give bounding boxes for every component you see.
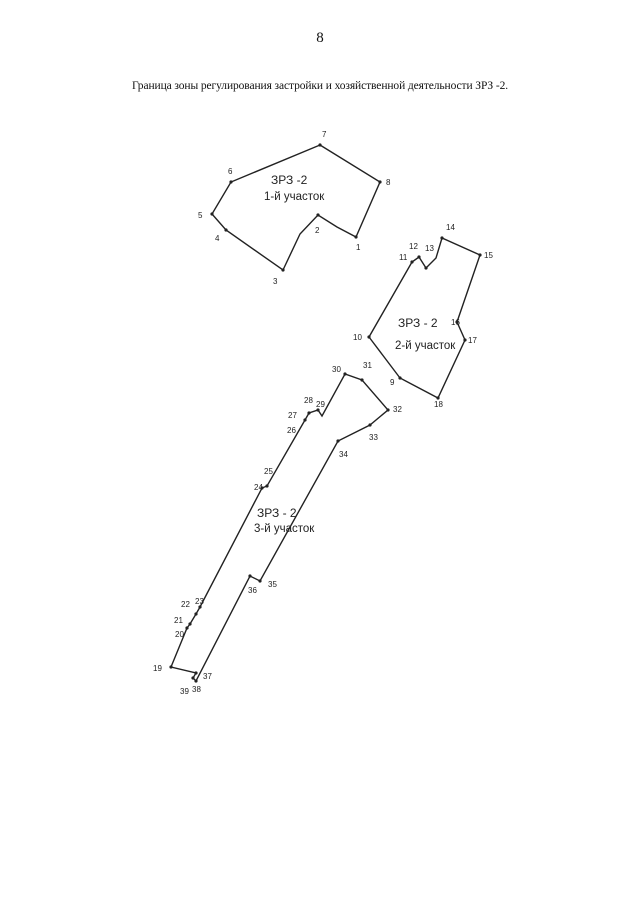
vertex-marker: [229, 180, 233, 184]
vertex-marker: [378, 180, 382, 184]
vertex-label: 32: [393, 405, 402, 414]
vertex-marker: [336, 439, 340, 443]
vertex-label: 2: [315, 226, 320, 235]
vertex-marker: [354, 235, 358, 239]
zone-3-boundary: [170, 373, 389, 683]
vertex-label: 34: [339, 450, 348, 459]
vertex-label: 9: [390, 378, 395, 387]
vertex-label: 1: [356, 243, 361, 252]
vertex-label: 12: [409, 242, 418, 251]
vertex-marker: [343, 372, 347, 376]
vertex-label: 6: [228, 167, 233, 176]
zone-1-labels: 1 2 3 4 5 6 7 8: [198, 130, 391, 286]
vertex-label: 18: [434, 400, 443, 409]
vertex-label: 22: [181, 600, 190, 609]
vertex-marker: [436, 396, 440, 400]
vertex-marker: [386, 408, 390, 412]
vertex-label: 26: [287, 426, 296, 435]
vertex-marker: [258, 579, 262, 583]
vertex-marker: [169, 665, 173, 669]
vertex-label: 27: [288, 411, 297, 420]
vertex-label: 11: [399, 253, 408, 262]
zone-3-vertices: [169, 372, 390, 683]
vertex-marker: [260, 486, 264, 490]
vertex-label: 35: [268, 580, 277, 589]
vertex-marker: [303, 418, 307, 422]
vertex-marker: [478, 253, 482, 257]
vertex-label: 3: [273, 277, 278, 286]
vertex-label: 7: [322, 130, 327, 139]
vertex-label: 29: [316, 400, 325, 409]
vertex-label: 8: [386, 178, 391, 187]
vertex-marker: [417, 255, 421, 259]
vertex-label: 30: [332, 365, 341, 374]
vertex-marker: [316, 213, 320, 217]
vertex-marker: [224, 228, 228, 232]
vertex-marker: [318, 143, 322, 147]
zone-3-labels: 19 20 21 22 23 24 25 26 27 28 29 30 31 3…: [153, 361, 402, 696]
vertex-marker: [440, 236, 444, 240]
vertex-label: 33: [369, 433, 378, 442]
zone-3-name: ЗРЗ - 2: [257, 506, 297, 520]
vertex-label: 5: [198, 211, 203, 220]
vertex-marker: [316, 408, 320, 412]
zone-1: 1 2 3 4 5 6 7 8 ЗРЗ -2 1-й участок: [198, 130, 391, 286]
vertex-marker: [198, 605, 202, 609]
zone-1-subtitle: 1-й участок: [264, 191, 325, 203]
vertex-label: 28: [304, 396, 313, 405]
vertex-label: 13: [425, 244, 434, 253]
zone-1-boundary: [211, 144, 381, 272]
vertex-marker: [368, 423, 372, 427]
zone-2-name: ЗРЗ - 2: [398, 316, 438, 330]
vertex-label: 37: [203, 672, 212, 681]
zone-3-subtitle: 3-й участок: [254, 523, 315, 535]
vertex-marker: [367, 335, 371, 339]
vertex-marker: [424, 266, 428, 270]
page-number: 8: [316, 30, 324, 46]
vertex-label: 14: [446, 223, 455, 232]
vertex-label: 16: [451, 318, 460, 327]
vertex-label: 15: [484, 251, 493, 260]
vertex-marker: [248, 574, 252, 578]
vertex-label: 38: [192, 685, 201, 694]
vertex-marker: [194, 679, 198, 683]
zone-2-labels: 9 10 11 12 13 14 15 16 17 18: [353, 223, 493, 409]
vertex-label: 17: [468, 336, 477, 345]
vertex-marker: [210, 212, 214, 216]
vertex-label: 21: [174, 616, 183, 625]
vertex-marker: [281, 268, 285, 272]
zone-3: 19 20 21 22 23 24 25 26 27 28 29 30 31 3…: [153, 361, 402, 696]
vertex-label: 10: [353, 333, 362, 342]
zone-2: 9 10 11 12 13 14 15 16 17 18 ЗРЗ - 2 2-й…: [353, 223, 493, 409]
vertex-marker: [463, 338, 467, 342]
vertex-marker: [360, 378, 364, 382]
vertex-label: 31: [363, 361, 372, 370]
vertex-marker: [307, 411, 311, 415]
vertex-marker: [185, 626, 189, 630]
vertex-label: 23: [195, 597, 204, 606]
zone-1-name: ЗРЗ -2: [271, 173, 308, 187]
vertex-marker: [265, 484, 269, 488]
vertex-label: 4: [215, 234, 220, 243]
vertex-label: 20: [175, 630, 184, 639]
vertex-marker: [188, 622, 192, 626]
zone-1-vertices: [210, 143, 382, 272]
vertex-marker: [410, 260, 414, 264]
vertex-marker: [191, 676, 195, 680]
vertex-marker: [194, 671, 198, 675]
vertex-marker: [398, 376, 402, 380]
vertex-label: 36: [248, 586, 257, 595]
vertex-label: 24: [254, 483, 263, 492]
document-title: Граница зоны регулирования застройки и х…: [131, 80, 508, 92]
vertex-label: 19: [153, 664, 162, 673]
vertex-marker: [194, 612, 198, 616]
zone-2-subtitle: 2-й участок: [395, 340, 456, 352]
zone-2-boundary: [368, 237, 481, 399]
vertex-marker: [455, 320, 459, 324]
zone-2-vertices: [367, 236, 482, 400]
vertex-label: 39: [180, 687, 189, 696]
vertex-label: 25: [264, 467, 273, 476]
